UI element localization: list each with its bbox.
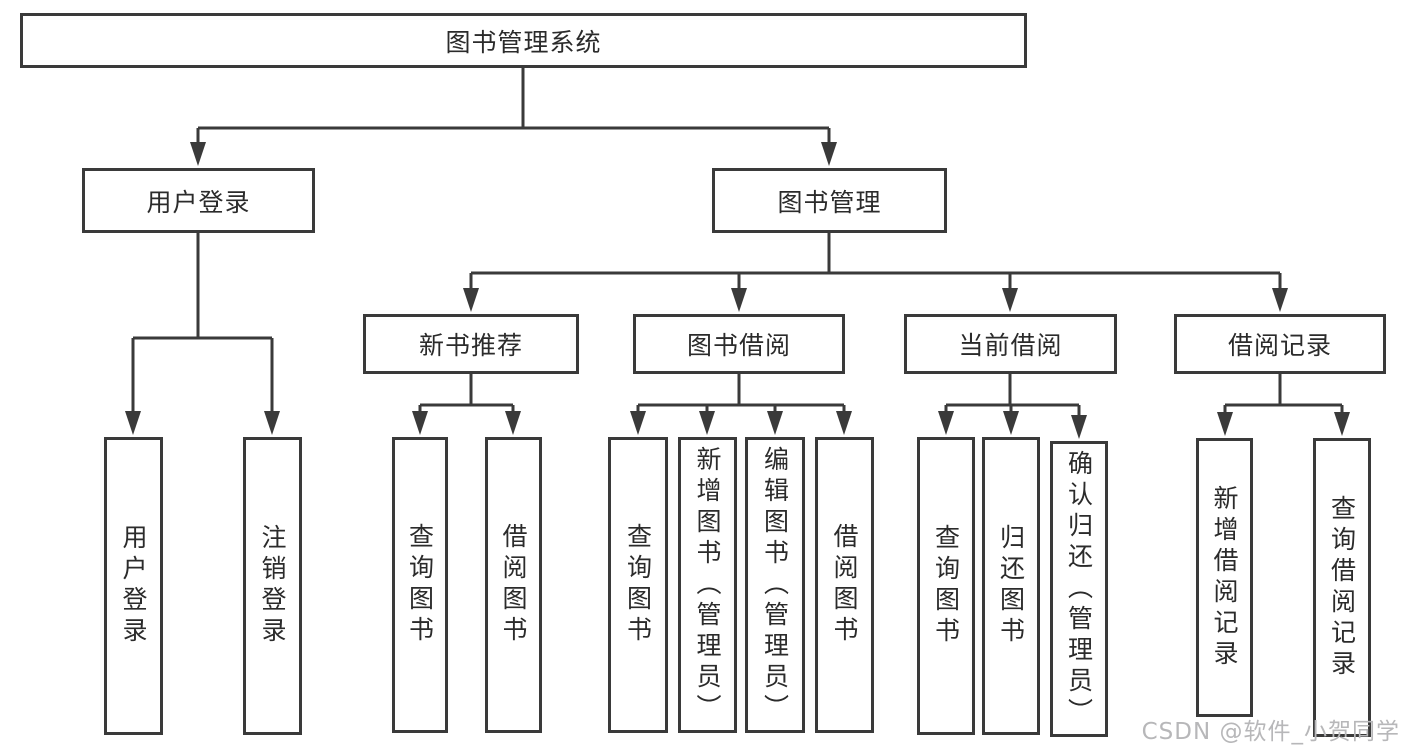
node-borrow-records-label: 借阅记录	[1227, 331, 1332, 360]
node-user-login-label: 用户登录	[146, 187, 251, 217]
leaf-nb-query-books-label: 查询图书	[405, 523, 435, 647]
leaf-bb-add-books-admin-label: 新增图书（管理员）	[693, 445, 722, 725]
node-user-login: 用户登录	[82, 168, 315, 233]
leaf-nb-query-books: 查询图书	[392, 437, 448, 733]
leaf-br-query-record: 查询借阅记录	[1313, 438, 1371, 737]
node-book-management-label: 图书管理	[777, 187, 882, 217]
node-book-borrow: 图书借阅	[633, 314, 845, 374]
node-root: 图书管理系统	[20, 13, 1027, 68]
leaf-bb-add-books-admin: 新增图书（管理员）	[678, 437, 737, 733]
leaf-bb-query-books: 查询图书	[608, 437, 668, 733]
leaf-cb-return-books-label: 归还图书	[996, 524, 1026, 648]
leaf-cb-confirm-return-admin: 确认归还（管理员）	[1050, 441, 1108, 737]
node-book-management: 图书管理	[712, 168, 947, 233]
node-root-label: 图书管理系统	[445, 27, 602, 57]
leaf-bb-edit-books-admin-label: 编辑图书（管理员）	[760, 445, 790, 725]
leaf-bb-borrow-books-label: 借阅图书	[830, 523, 859, 647]
leaf-bb-borrow-books: 借阅图书	[815, 437, 874, 733]
leaf-nb-borrow-books-label: 借阅图书	[499, 523, 528, 647]
leaf-user-login-label: 用户登录	[119, 524, 148, 648]
leaf-cb-confirm-return-admin-label: 确认归还（管理员）	[1064, 449, 1094, 729]
node-current-borrow: 当前借阅	[904, 314, 1117, 374]
leaf-cb-return-books: 归还图书	[982, 437, 1040, 735]
leaf-bb-query-books-label: 查询图书	[623, 523, 653, 647]
leaf-logout-label: 注销登录	[258, 524, 287, 648]
leaf-bb-edit-books-admin: 编辑图书（管理员）	[745, 437, 805, 733]
node-book-borrow-label: 图书借阅	[686, 331, 791, 360]
leaf-cb-query-books: 查询图书	[917, 437, 975, 735]
leaf-br-add-record-label: 新增借阅记录	[1210, 484, 1239, 671]
leaf-nb-borrow-books: 借阅图书	[485, 437, 542, 733]
leaf-br-add-record: 新增借阅记录	[1196, 438, 1253, 717]
node-current-borrow-label: 当前借阅	[958, 331, 1063, 360]
leaf-logout: 注销登录	[243, 437, 302, 735]
node-borrow-records: 借阅记录	[1174, 314, 1386, 374]
leaf-cb-query-books-label: 查询图书	[931, 524, 961, 648]
leaf-br-query-record-label: 查询借阅记录	[1327, 494, 1357, 681]
csdn-watermark: CSDN @软件_小贺同学	[1141, 719, 1400, 745]
arrowheads	[125, 142, 1350, 439]
leaf-user-login: 用户登录	[104, 437, 163, 735]
node-new-book-recommend-label: 新书推荐	[418, 331, 523, 360]
node-new-book-recommend: 新书推荐	[363, 314, 579, 374]
